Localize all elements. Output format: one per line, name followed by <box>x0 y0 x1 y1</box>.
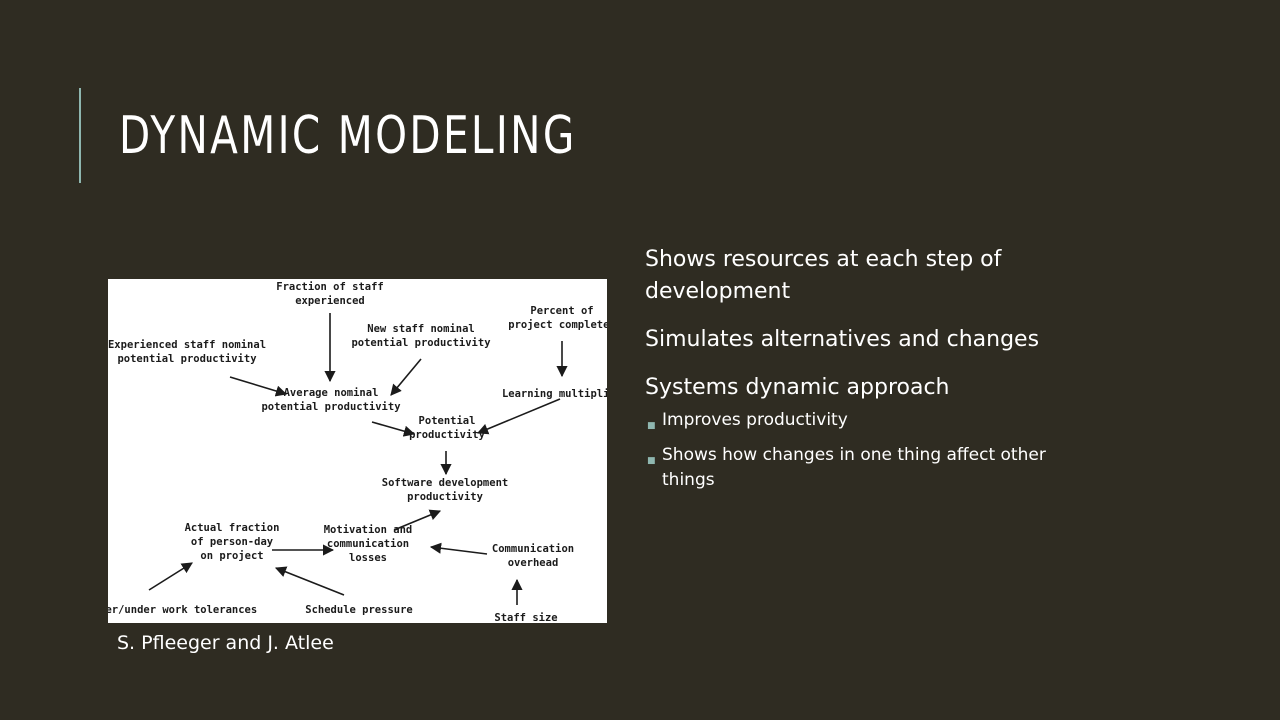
diagram-node-line: Experienced staff nominal <box>108 339 266 351</box>
square-bullet-icon: ■ <box>647 421 656 431</box>
diagram-node-experienced-staff: Experienced staff nominal potential produ… <box>108 339 266 365</box>
arrow-communication-to-motivation <box>429 542 488 555</box>
diagram-node-line: on project <box>200 550 263 562</box>
diagram-node-line: Actual fraction <box>185 522 280 534</box>
diagram-node-line: New staff nominal <box>367 323 474 335</box>
subbullet-text: Shows how changes in one thing affect ot… <box>662 445 1046 490</box>
diagram-node-line: Software development <box>382 477 508 489</box>
slide-content: Shows resources at each step of developm… <box>645 244 1065 503</box>
diagram-node-line: Fraction of staff <box>276 281 383 293</box>
diagram-node-line: Motivation and <box>324 524 413 536</box>
subbullet-improves-productivity: ■ Improves productivity <box>645 408 1065 433</box>
arrow-learning-to-potential <box>476 398 561 435</box>
paragraph-resources: Shows resources at each step of developm… <box>645 247 1002 304</box>
diagram-node-potential-productivity: Potential productivity <box>409 415 486 441</box>
title-accent-bar <box>79 88 81 183</box>
arrow-experienced-to-average <box>229 376 288 397</box>
figure-caption: S. Pfleeger and J. Atlee <box>117 632 334 654</box>
slide-title: DYNAMIC MODELING <box>119 106 577 166</box>
diagram-node-line: potential productivity <box>351 337 491 349</box>
diagram-node-line: Schedule pressure <box>305 604 412 616</box>
arrow-schedule-to-actual <box>274 566 345 596</box>
diagram-node-line: Potential <box>419 415 476 427</box>
diagram-node-line: communication <box>327 538 409 550</box>
diagram-node-line: Average nominal <box>284 387 379 399</box>
diagram-node-schedule-pressure: Schedule pressure <box>305 604 412 616</box>
diagram-node-fraction-staff: Fraction of staff experienced <box>276 281 383 307</box>
diagram-node-line: potential productivity <box>261 401 401 413</box>
subbullet-text: Improves productivity <box>662 410 848 430</box>
diagram-node-motivation: Motivation and communication losses <box>324 524 413 564</box>
diagram-node-line: project completed <box>508 319 607 331</box>
diagram-node-line: Percent of <box>530 305 593 317</box>
subbullet-shows-changes: ■ Shows how changes in one thing affect … <box>645 443 1065 493</box>
diagram-node-learning-multiplier: Learning multiplier <box>502 388 607 400</box>
diagram-node-over-under: Over/under work tolerances <box>108 604 257 616</box>
arrow-overunder-to-actual <box>148 562 193 591</box>
diagram-node-line: overhead <box>508 557 559 569</box>
diagram-node-line: Staff size <box>494 612 557 623</box>
diagram-node-new-staff: New staff nominal potential productivity <box>351 323 491 349</box>
diagram-node-average-nominal: Average nominal potential productivity <box>261 387 401 413</box>
diagram-node-communication-overhead: Communication overhead <box>492 543 574 569</box>
arrow-average-to-potential <box>371 421 416 437</box>
square-bullet-icon: ■ <box>647 456 656 466</box>
diagram-node-software-dev: Software development productivity <box>382 477 508 503</box>
diagram-node-line: losses <box>349 552 387 564</box>
diagram-node-line: Learning multiplier <box>502 388 607 400</box>
diagram-node-line: of person-day <box>191 536 274 548</box>
paragraph-alternatives: Simulates alternatives and changes <box>645 327 1040 352</box>
arrow-motivation-to-software <box>393 509 442 531</box>
diagram-node-percent-project: Percent of project completed <box>508 305 607 331</box>
diagram-node-staff-size: Staff size <box>494 612 557 623</box>
diagram-node-line: productivity <box>407 491 484 503</box>
diagram-node-line: potential productivity <box>117 353 257 365</box>
diagram-node-line: productivity <box>409 429 486 441</box>
diagram-node-actual-fraction: Actual fraction of person-day on project <box>185 522 280 562</box>
paragraph-systems-dynamic: Systems dynamic approach <box>645 375 950 400</box>
arrow-newstaff-to-average <box>390 358 422 396</box>
diagram-node-line: Communication <box>492 543 574 555</box>
diagram-node-line: Over/under work tolerances <box>108 604 257 616</box>
diagram-node-line: experienced <box>295 295 365 307</box>
